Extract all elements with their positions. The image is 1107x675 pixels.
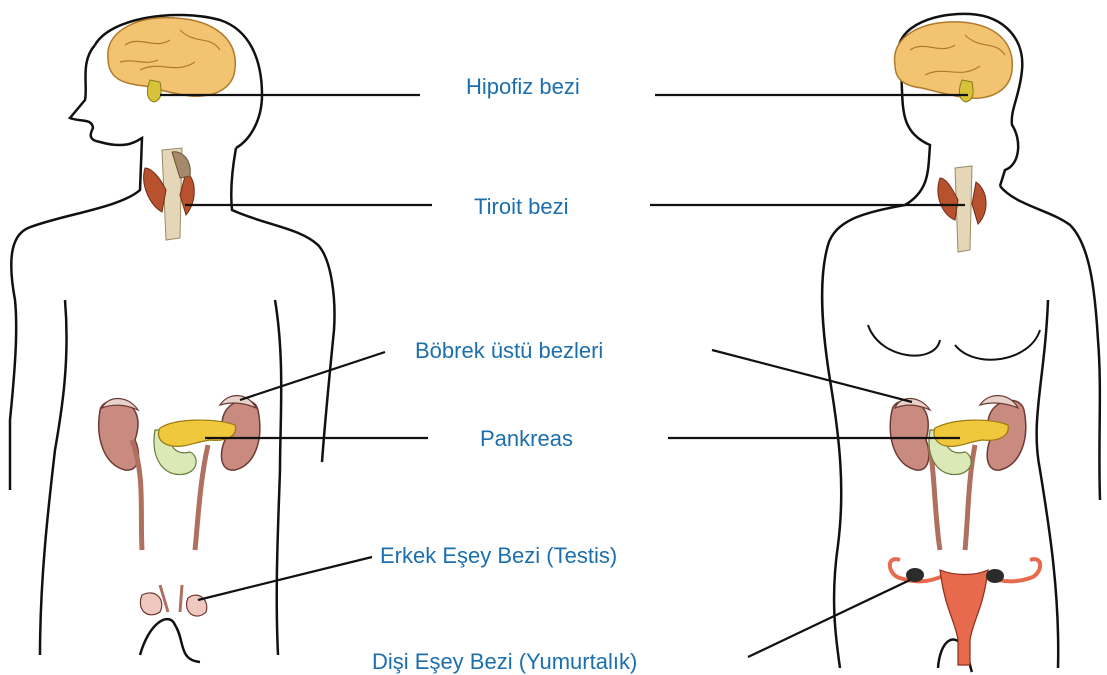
- line-ovary: [748, 580, 910, 657]
- line-adrenal-female: [712, 350, 912, 402]
- male-torso-left: [40, 300, 67, 655]
- female-ovary-right: [986, 569, 1004, 583]
- female-waist-right: [1037, 300, 1059, 668]
- female-kidney-left: [890, 400, 929, 470]
- male-pituitary: [147, 80, 161, 102]
- line-testis: [198, 557, 372, 600]
- female-brain: [895, 22, 1013, 98]
- label-thyroid: Tiroit bezi: [474, 194, 569, 220]
- male-figure: [10, 15, 334, 662]
- male-crotch: [140, 619, 200, 662]
- female-figure: [822, 14, 1100, 672]
- female-trachea: [955, 166, 972, 252]
- label-ovary: Dişi Eşey Bezi (Yumurtalık): [372, 649, 637, 675]
- female-breast: [868, 325, 1040, 360]
- male-kidney-left: [99, 400, 139, 470]
- label-pituitary: Hipofiz bezi: [466, 74, 580, 100]
- male-testis-left: [140, 593, 161, 615]
- female-pituitary: [959, 80, 973, 102]
- male-ureter-right: [195, 445, 208, 550]
- male-brain: [108, 18, 235, 97]
- female-uterus: [940, 570, 988, 665]
- label-testis: Erkek Eşey Bezi (Testis): [380, 543, 617, 569]
- male-torso-right: [275, 300, 281, 655]
- label-pancreas: Pankreas: [480, 426, 573, 452]
- line-adrenal-male: [240, 352, 385, 400]
- label-adrenal: Böbrek üstü bezleri: [415, 338, 603, 364]
